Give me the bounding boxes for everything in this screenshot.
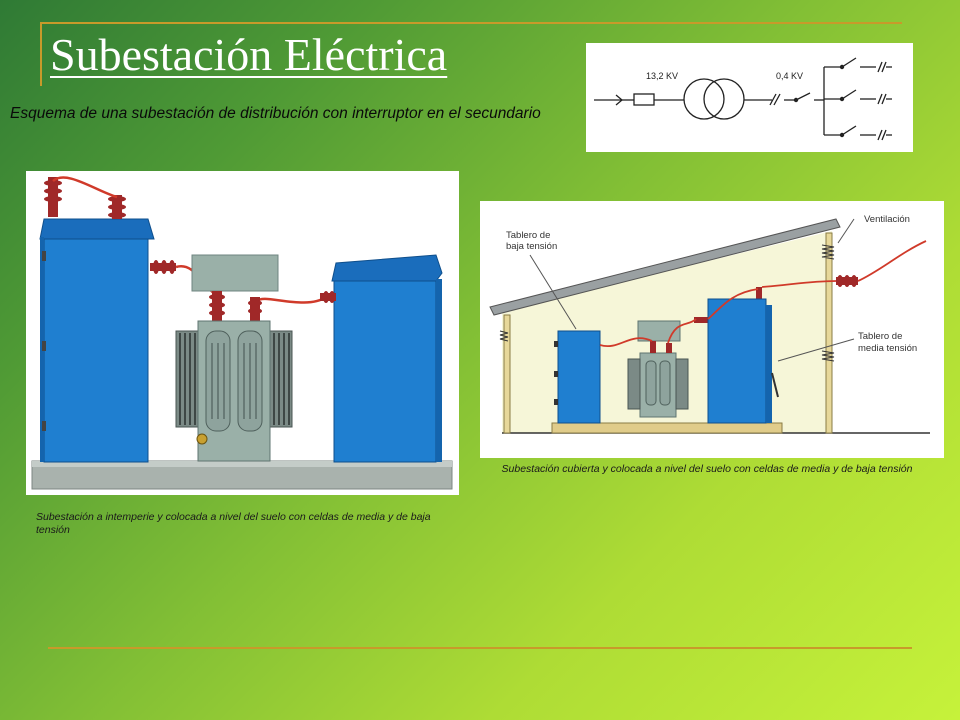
bottom-rule	[48, 647, 912, 649]
label-medium-voltage-board-2: media tensión	[858, 343, 917, 354]
schematic-diagram: 13,2 KV 0,4 KV	[586, 43, 913, 152]
indoor-figure-caption: Subestación cubierta y colocada a nivel …	[501, 463, 913, 475]
label-low-voltage-board-2: baja tensión	[506, 241, 557, 252]
schematic-secondary-voltage: 0,4 KV	[776, 71, 803, 81]
schematic-primary-voltage: 13,2 KV	[646, 71, 678, 81]
left-rule	[40, 22, 42, 86]
label-ventilation: Ventilación	[864, 214, 910, 225]
label-low-voltage-board-1: Tablero de	[506, 230, 550, 241]
top-rule	[40, 22, 902, 24]
slide-title: Subestación Eléctrica	[50, 29, 448, 80]
label-medium-voltage-board-1: Tablero de	[858, 331, 902, 342]
indoor-substation-illustration: Tablero de baja tensión Ventilación Tabl…	[480, 201, 944, 458]
outdoor-substation-illustration	[26, 171, 459, 495]
slide-subtitle: Esquema de una subestación de distribuci…	[10, 105, 541, 122]
outdoor-figure-caption: Subestación a intemperie y colocada a ni…	[36, 511, 431, 536]
